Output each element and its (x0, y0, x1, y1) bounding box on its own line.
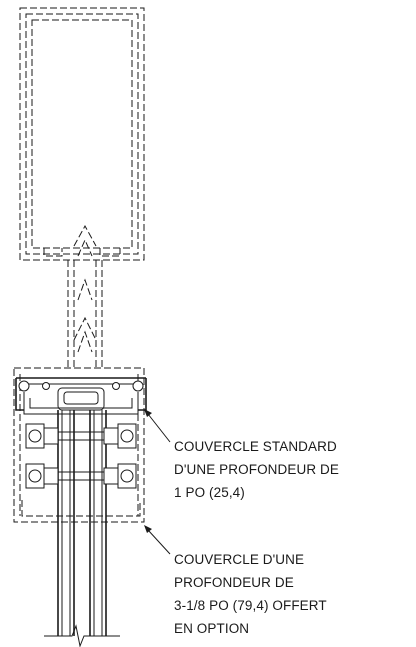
bolt-group-right (103, 423, 137, 489)
callout-standard-line: COUVERCLE STANDARD (174, 439, 337, 454)
lower-body-outline (21, 500, 141, 517)
callout-optional-line: PROFONDEUR DE (174, 575, 294, 590)
callout-standard-line: 1 PO (25,4) (174, 485, 245, 500)
standard-cover-assembly (15, 377, 147, 415)
callout-optional-line: COUVERCLE D'UNE (174, 552, 304, 567)
connecting-stem (67, 224, 103, 370)
upper-frame-profile (19, 7, 145, 261)
leader-standard-cover (144, 409, 171, 443)
bolt-shanks (58, 431, 104, 481)
callout-standard-cover: COUVERCLE STANDARD D'UNE PROFONDEUR DE 1… (174, 439, 343, 500)
callout-optional-line: EN OPTION (174, 621, 249, 636)
vertical-fin-plates (44, 410, 120, 647)
bolt-group-left (25, 423, 59, 489)
leader-optional-cover (144, 525, 171, 555)
callout-optional-line: 3-1/8 PO (79,4) OFFERT (174, 598, 327, 613)
callout-optional-cover: COUVERCLE D'UNE PROFONDEUR DE 3-1/8 PO (… (174, 552, 330, 636)
callout-standard-line: D'UNE PROFONDEUR DE (174, 462, 339, 477)
